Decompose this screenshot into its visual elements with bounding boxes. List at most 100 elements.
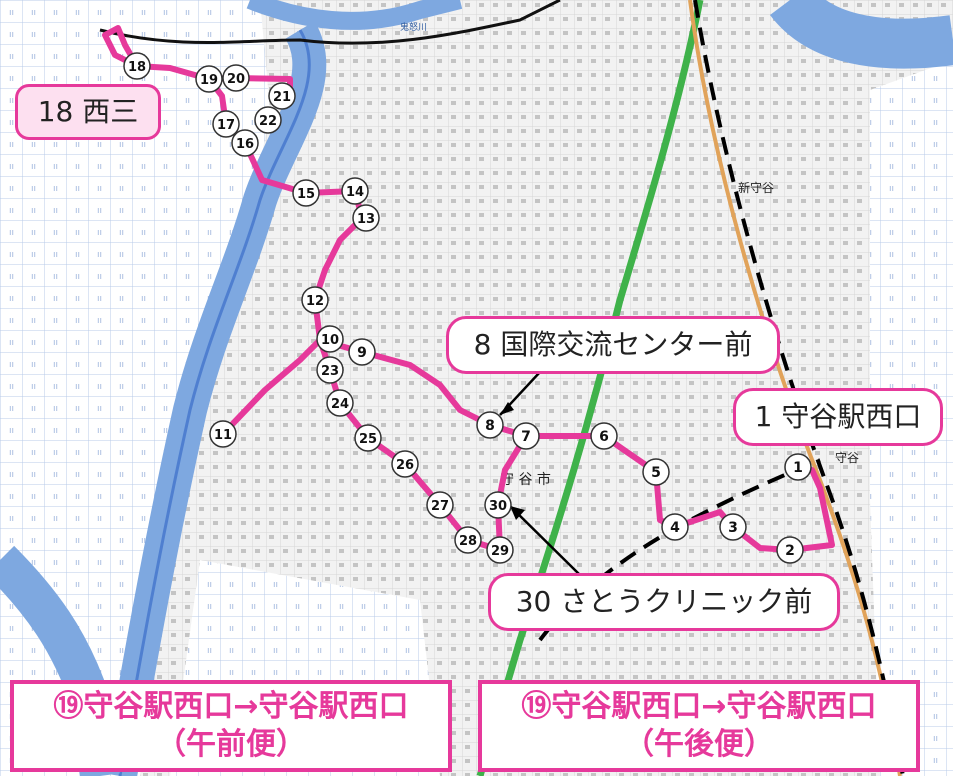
bus-stop-22: 22 [254,106,282,134]
bus-stop-marker [268,82,296,110]
rail-green-line [476,0,704,776]
river-edge [118,29,311,776]
bus-stop-number: 7 [521,429,531,445]
bus-stop-24: 24 [326,389,354,417]
bus-stop-marker [209,420,237,448]
bus-stop-number: 11 [214,428,232,443]
bus-stop-number: 29 [491,544,509,559]
bus-stop-15: 15 [292,179,320,207]
label-moriya-city: 守 谷 市 [500,471,551,488]
bus-stop-marker [316,325,344,353]
bus-stop-marker [426,491,454,519]
label-moriya-station-area: 守谷 [835,451,859,465]
river-north [246,0,463,30]
bus-stop-number: 15 [297,187,315,202]
bus-stop-number: 20 [227,72,245,87]
bus-stop-11: 11 [209,420,237,448]
bus-stop-number: 30 [489,499,507,514]
rail-orange-line [688,0,902,776]
caption-afternoon: ⑲守谷駅西口→守谷駅西口 （午後便） [478,680,920,772]
bus-stop-10: 10 [316,325,344,353]
bus-stop-number: 10 [321,333,339,348]
bus-stop-number: 1 [793,460,803,476]
bus-stop-marker [484,491,512,519]
callout-kokusai-center: 8 国際交流センター前 [446,316,780,374]
bus-stop-marker [341,177,369,205]
bus-stop-9: 9 [348,338,376,366]
bus-stop-2: 2 [776,536,804,564]
bus-stop-marker [231,129,259,157]
bus-stop-marker [590,422,618,450]
bus-stop-7: 7 [512,422,540,450]
bus-stop-number: 23 [321,364,339,379]
bus-stop-number: 25 [359,432,377,447]
bus-stop-marker [326,389,354,417]
paddy-field-west [0,0,270,776]
bus-stop-14: 14 [341,177,369,205]
label-shin-moriya: 新守谷 [738,180,774,195]
bus-stop-marker [316,356,344,384]
bus-stop-marker [486,536,514,564]
bus-stop-1: 1 [784,453,812,481]
bus-stop-21: 21 [268,82,296,110]
bus-stop-27: 27 [426,491,454,519]
bus-stop-marker [784,453,812,481]
callout-moriya-station-west: 1 守谷駅西口 [733,388,943,446]
bus-stop-marker [661,513,689,541]
route-west-segment [220,337,323,437]
bus-stop-marker [222,64,250,92]
bus-stop-marker [352,204,380,232]
callout-sato-clinic: 30 さとうクリニック前 [488,573,840,631]
bus-stop-marker [354,424,382,452]
bus-stop-number: 12 [306,294,324,309]
bus-stop-number: 4 [670,520,680,536]
bus-stop-number: 24 [331,397,349,412]
bus-stop-16: 16 [231,129,259,157]
bus-stop-5: 5 [642,458,670,486]
bus-stop-number: 5 [651,465,661,481]
bus-stop-30: 30 [484,491,512,519]
label-river: 鬼怒川 [400,21,427,33]
bus-stop-23: 23 [316,356,344,384]
caption-morning-title: ⑲守谷駅西口→守谷駅西口 [53,689,409,724]
bus-stop-number: 13 [357,212,375,227]
bus-stop-number: 21 [273,90,291,105]
bus-stop-number: 3 [728,520,738,536]
bus-stop-marker [254,106,282,134]
bus-stop-20: 20 [222,64,250,92]
bus-stop-28: 28 [454,526,482,554]
bus-stop-number: 22 [259,114,277,129]
bus-stop-marker [123,52,151,80]
bus-stop-number: 6 [599,429,609,445]
bus-stop-19: 19 [195,65,223,93]
bus-stop-marker [476,411,504,439]
bus-stop-13: 13 [352,204,380,232]
caption-afternoon-subtitle: （午後便） [624,727,774,762]
bus-stop-marker [301,286,329,314]
caption-afternoon-title: ⑲守谷駅西口→守谷駅西口 [521,689,877,724]
city-boundary-east [693,0,905,776]
bus-stop-marker [195,65,223,93]
bus-stop-marker [391,450,419,478]
bus-stop-number: 19 [200,73,218,88]
bus-stop-6: 6 [590,422,618,450]
bus-stop-marker [776,536,804,564]
bus-stop-number: 17 [217,118,235,133]
bus-stop-17: 17 [212,110,240,138]
bus-stop-marker [454,526,482,554]
river-northeast [770,0,953,69]
route-loop-nishisan [102,25,140,69]
bus-stop-number: 18 [128,60,146,75]
pointer-clinic-head [510,506,525,520]
bus-stop-marker [719,513,747,541]
bus-stop-number: 28 [459,534,477,549]
bus-stop-29: 29 [486,536,514,564]
bus-stop-number: 2 [785,543,795,559]
city-boundary-north [99,0,561,45]
caption-morning-subtitle: （午前便） [156,727,306,762]
bus-stop-number: 9 [357,345,367,361]
bus-stop-marker [292,179,320,207]
bus-stop-4: 4 [661,513,689,541]
